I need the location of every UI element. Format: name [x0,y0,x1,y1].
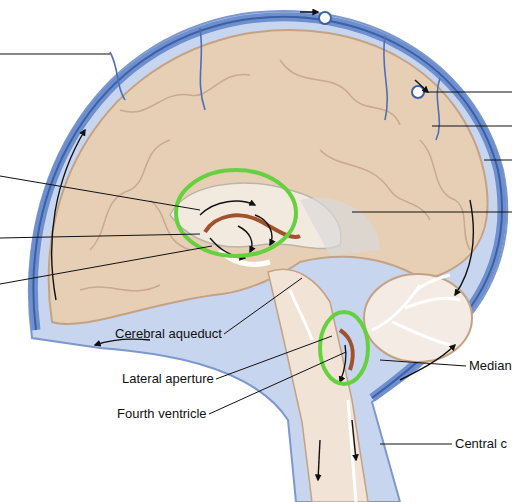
flow-arrow [352,420,356,460]
flow-arrow [255,215,272,245]
flow-arrow [400,345,455,380]
sulcus [420,140,470,250]
vein [200,28,205,110]
part-label: Median [469,358,512,374]
branch [415,275,450,292]
part-label: Cerebral aqueduct [115,326,222,342]
flow-arrow [318,440,320,480]
highlight-ring [176,170,296,256]
sulcus [280,60,400,125]
leader-line [216,336,332,379]
flow-arrows [52,12,474,480]
brainstem [268,269,368,502]
flow-arrow [340,345,346,382]
vein [436,78,440,140]
arbor-vitae [372,275,460,345]
sulcus [120,74,250,112]
choroid-plexus [205,215,300,237]
sulcus [80,285,160,291]
leader-line [380,444,452,445]
leader-line [0,234,200,238]
branch [405,298,460,308]
part-label: Fourth ventricle [117,406,207,422]
cerebellum [364,274,472,362]
leader-line [424,92,512,93]
vein [384,36,388,120]
sulcus [90,140,170,250]
highlight-ring [320,312,368,384]
aqueduct [290,290,312,340]
branch [392,322,450,345]
leader-line [209,352,346,414]
dura-mater [33,17,502,398]
vein [110,52,125,100]
corpus-region [300,198,380,256]
leader-line [0,54,110,55]
flow-arrow [238,226,252,252]
leader-lines [0,54,512,444]
csf-space [29,11,507,502]
central-canal [348,400,356,502]
leader-line [0,246,212,284]
arachnoid-granulation [412,86,424,98]
flow-arrow [200,201,255,215]
leader-line [380,360,466,366]
flow-arrow [455,200,474,295]
arachnoid-granulation [319,12,331,24]
veins [110,28,440,140]
leader-line [432,126,512,127]
part-label: Lateral aperture [122,371,214,387]
leader-line [484,160,512,161]
leader-line [352,212,512,213]
leader-line [0,176,200,210]
dura-outline [33,17,502,398]
leader-line [224,278,302,334]
flow-arrow [300,11,318,12]
flow-arrow [415,80,428,92]
gyri-lines [80,60,470,291]
flow-arrow [52,130,85,300]
part-label: Central c [455,436,507,452]
